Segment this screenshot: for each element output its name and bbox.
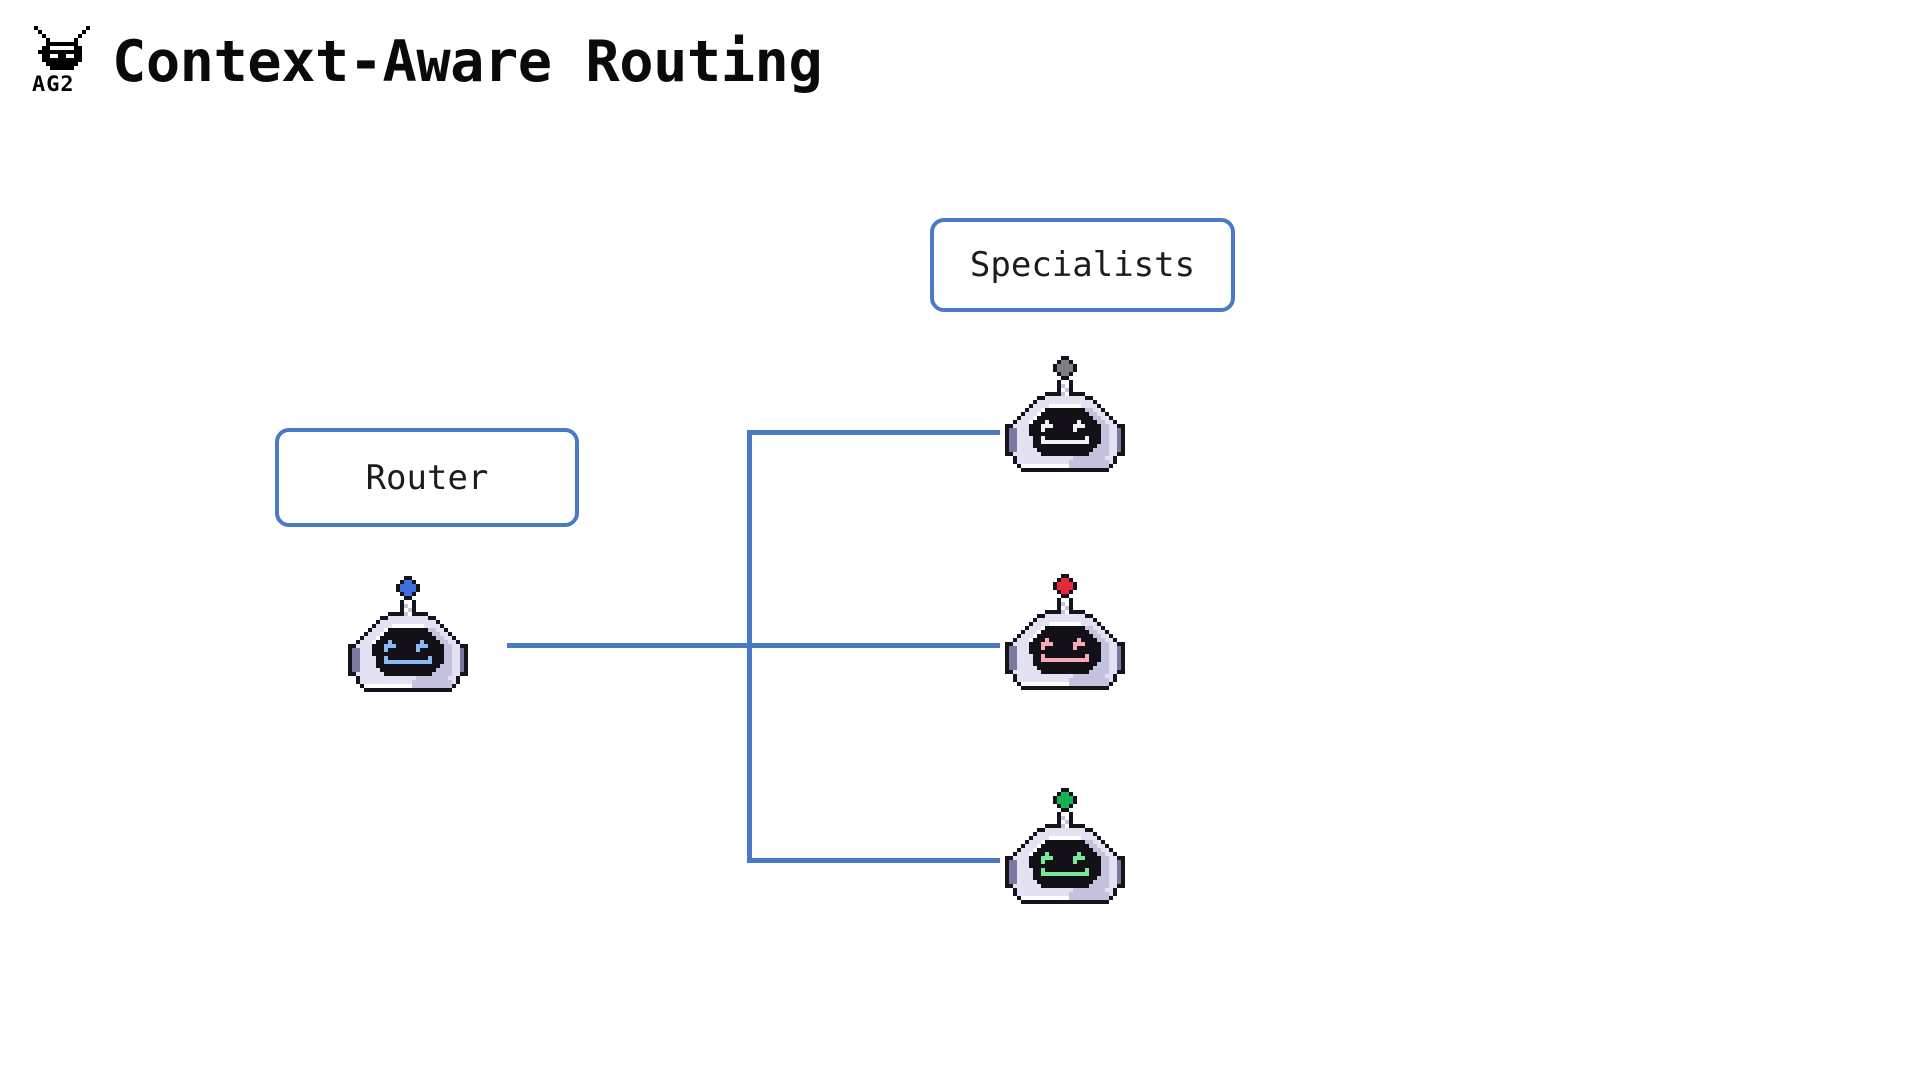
specialist-agent-robot-2[interactable] [1005,574,1181,750]
specialist-1-robot-pixels [1005,356,1009,360]
node-label-router: Router [365,457,489,498]
specialist-3-robot-pixels [1005,788,1009,792]
edge-router-to-trunk [507,643,747,648]
page-title: Context-Aware Routing [112,28,823,95]
router-robot-pixels [348,576,352,580]
edge-trunk-to-specialist-3 [747,858,1000,863]
edge-trunk-to-specialist-2 [747,643,1000,648]
specialist-agent-robot-3[interactable] [1005,788,1181,964]
ag2-robot-logo-icon [34,26,90,70]
ag2-logo: AG2 [30,26,94,98]
specialist-2-robot-pixels [1005,574,1009,578]
ag2-wordmark: AG2 [32,72,75,96]
edge-trunk-to-specialist-1 [747,430,1000,435]
node-label-specialists: Specialists [969,245,1196,285]
page-header: AG2 Context-Aware Routing [30,26,823,98]
node-box-specialists[interactable]: Specialists [930,218,1235,312]
node-box-router[interactable]: Router [275,428,579,527]
router-agent-robot[interactable] [348,576,524,752]
specialist-agent-robot-1[interactable] [1005,356,1181,532]
